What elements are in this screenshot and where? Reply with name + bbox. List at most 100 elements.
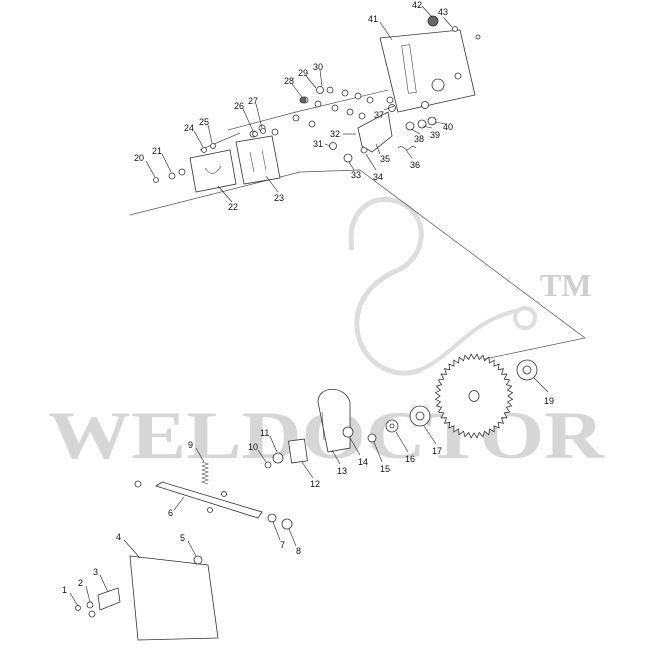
leader-27 [255, 103, 263, 129]
stethoscope-tube [419, 308, 521, 372]
screw-20 [153, 177, 159, 183]
washer-7 [267, 513, 277, 523]
nut-31 [329, 142, 337, 150]
callouts: 1 2 3 4 5 6 7 8 9 10 11 12 13 14 15 16 1… [62, 0, 554, 607]
panel-assembly [75, 555, 219, 641]
flange-19-hub [522, 365, 532, 375]
callout-9: 9 [188, 440, 193, 450]
washer [366, 96, 374, 104]
leader-38 [410, 128, 421, 135]
callout-20: 20 [134, 153, 144, 163]
washer-30 [316, 86, 324, 94]
washer-left [178, 168, 186, 176]
washer [354, 92, 362, 100]
callout-28: 28 [284, 76, 294, 86]
leader-39 [422, 125, 433, 129]
blade-assembly [264, 353, 538, 469]
stethoscope-chest-piece [513, 306, 537, 330]
leader-10 [257, 449, 267, 463]
washer-2 [86, 601, 94, 609]
washer [346, 108, 354, 116]
callout-23: 23 [274, 193, 284, 203]
callout-3: 3 [93, 567, 98, 577]
callout-19: 19 [544, 396, 554, 406]
leader-4 [123, 539, 141, 559]
leader-23 [265, 175, 279, 193]
callout-33: 33 [351, 170, 361, 180]
saw-blade-arbor-hole [468, 390, 480, 402]
plate-22 [189, 149, 237, 193]
saw-blade-18 [434, 353, 514, 439]
callout-35: 35 [380, 154, 390, 164]
leader-3 [99, 574, 109, 593]
screw-26 [252, 131, 258, 137]
callout-17: 17 [432, 446, 442, 456]
mounting-plate-assembly [249, 15, 481, 163]
callout-41: 41 [368, 14, 378, 24]
callout-12: 12 [310, 479, 320, 489]
callout-11: 11 [260, 428, 269, 438]
washer [331, 104, 339, 112]
callout-14: 14 [358, 457, 368, 467]
washer-25 [210, 143, 216, 149]
pin-linkage [207, 507, 213, 513]
left-plate-assembly [153, 128, 281, 193]
spring-9 [201, 461, 209, 485]
plate-22-slot [204, 165, 222, 174]
callout-10: 10 [248, 442, 258, 452]
callout-40: 40 [443, 122, 453, 132]
washer [292, 114, 300, 122]
linkage-assembly [134, 461, 293, 530]
blade-guard-13 [317, 388, 351, 453]
bracket-35 [357, 111, 393, 153]
callout-37: 37 [374, 110, 384, 120]
washer [314, 100, 322, 108]
leader-19 [533, 377, 549, 393]
callout-1: 1 [62, 585, 67, 595]
leader-24 [193, 130, 204, 148]
leader-2 [85, 585, 91, 603]
callout-29: 29 [298, 68, 308, 78]
callout-16: 16 [405, 454, 415, 464]
panel-4 [129, 555, 219, 641]
mounting-plate-hole-small [454, 72, 462, 80]
callout-31: 31 [313, 139, 323, 149]
bolt-28 [299, 96, 307, 104]
callout-15: 15 [380, 464, 390, 474]
leader-16 [395, 431, 409, 453]
leader-42 [421, 5, 433, 18]
callout-34: 34 [373, 172, 383, 182]
leader-31 [324, 143, 331, 147]
mounting-plate-hole [431, 78, 445, 92]
callout-26: 26 [234, 101, 244, 111]
leader-7 [272, 521, 281, 541]
callout-42: 42 [412, 0, 422, 10]
washer-27 [260, 128, 266, 134]
callout-21: 21 [152, 146, 162, 156]
washer-bottom [88, 610, 96, 618]
washer-33 [343, 153, 353, 163]
upper-frame-line [129, 169, 586, 361]
plate-23-slot [249, 149, 267, 173]
leader-12 [301, 461, 314, 479]
leader-29 [305, 75, 317, 89]
leader-33 [348, 161, 355, 171]
screw-1 [75, 605, 81, 611]
mounting-plate [379, 29, 476, 113]
washer-39 [417, 119, 427, 129]
leader-5 [187, 540, 197, 557]
callout-24: 24 [184, 123, 194, 133]
callout-43: 43 [438, 7, 448, 17]
leader-40 [434, 121, 447, 125]
link-bar-6 [155, 481, 263, 519]
plate-23 [235, 135, 281, 185]
leader-25 [207, 124, 213, 144]
small-frame-line [199, 132, 241, 151]
leader-41 [379, 21, 393, 41]
flange-17-hub [415, 411, 425, 421]
washer-linkage [134, 480, 142, 488]
washer [326, 86, 334, 94]
leader-35 [375, 143, 381, 155]
leader-14 [349, 437, 361, 456]
